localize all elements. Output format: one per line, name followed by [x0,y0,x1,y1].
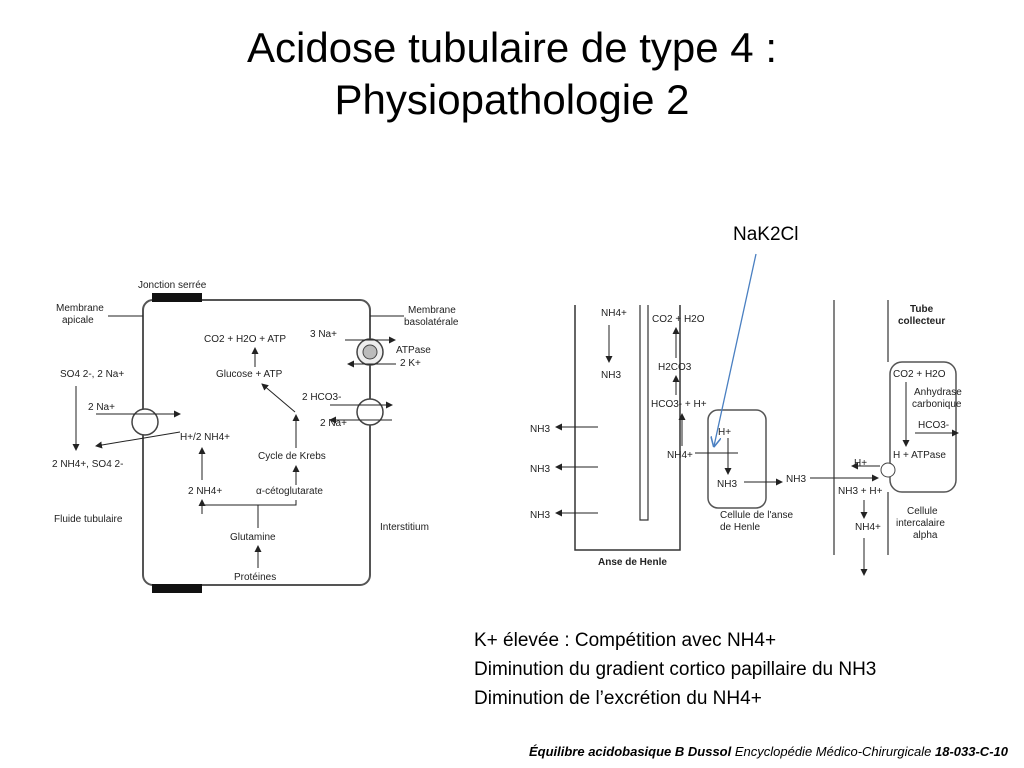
bullet-line-2: Diminution du gradient cortico papillair… [474,659,877,680]
cellule-anse-l2: de Henle [720,522,760,533]
h-left: H+ [854,458,867,469]
bullet-line-1: K+ élevée : Compétition avec NH4+ [474,630,777,651]
ref-part-1: Équilibre acidobasique B Dussol [528,744,732,759]
right-nephron-diagram: Anse de Henle NH4+ NH3 CO2 + H2O H2CO3 H… [530,300,962,576]
nh3-mid: NH3 [786,474,806,485]
apical-transporter [131,408,159,436]
fluide-tubulaire: Fluide tubulaire [54,514,123,525]
hco3-2: 2 HCO3- [302,392,341,403]
tube-collecteur-l2: collecteur [898,316,945,327]
proteines: Protéines [234,572,276,583]
co2-h2o-atp: CO2 + H2O + ATP [204,334,286,345]
co2-h2o-r: CO2 + H2O [893,369,946,380]
h-nh4: H+/2 NH4+ [180,432,230,443]
nh4-mid: NH4+ [667,450,693,461]
left-cell-diagram: Jonction serrée Membrane apicale Membran… [52,280,459,593]
co2-h2o: CO2 + H2O [652,314,705,325]
anhydrase-l2: carbonique [912,399,962,410]
tight-junction-bottom [152,584,202,593]
jonction-label: Jonction serrée [138,280,207,291]
bullet-line-3: Diminution de l’excrétion du NH4+ [474,688,762,709]
anhydrase-l1: Anhydrase [914,387,962,398]
atpase-label: ATPase [396,345,431,356]
nh3-top: NH3 [601,370,621,381]
so4-2na: SO4 2-, 2 Na+ [60,369,124,380]
title-line-1: Acidose tubulaire de type 4 : [246,24,777,71]
membrane-apicale-l1: Membrane [56,303,104,314]
nh4-2: 2 NH4+ [188,486,222,497]
membrane-baso-l2: basolatérale [404,317,459,328]
nak2cl-callout-label: NaK2Cl [733,224,799,245]
ref-part-3: 18-033-C-10 [935,744,1008,759]
nh3-cell: NH3 [717,479,737,490]
h2co3: H2CO3 [658,362,692,373]
cellule-alpha-l1: Cellule [907,506,938,517]
tubular-cell [142,299,371,586]
cellule-alpha-l3: alpha [913,530,938,541]
alpha-intercalated-cell [889,361,957,493]
tight-junction-top [152,293,202,302]
nh3-a: NH3 [530,424,550,435]
title-line-2: Physiopathologie 2 [334,76,690,123]
nh3-h: NH3 + H+ [838,486,883,497]
anse-label: Anse de Henle [598,557,667,568]
glutamine: Glutamine [230,532,276,543]
hco3-h: HCO3- + H+ [651,399,707,410]
membrane-baso-l1: Membrane [408,305,456,316]
glucose-atp: Glucose + ATP [216,369,283,380]
nh3-b: NH3 [530,464,550,475]
k2-label: 2 K+ [400,358,421,369]
nh4-bottom: NH4+ [855,522,881,533]
h-atpase: H + ATPase [893,450,946,461]
basolateral-transporter [356,398,384,426]
explanation-text: K+ élevée : Compétition avec NH4+ Diminu… [474,626,876,713]
ref-part-2: Encyclopédie Médico-Chirurgicale [731,744,935,759]
nak2cl-callout-line [714,253,757,446]
tube-collecteur-l1: Tube [910,304,934,315]
na3-label: 3 Na+ [310,329,337,340]
nh3-c: NH3 [530,510,550,521]
hco3-r: HCO3- [918,420,949,431]
interstitium: Interstitium [380,522,429,533]
na2-out: 2 Na+ [320,418,347,429]
membrane-apicale-l2: apicale [62,315,94,326]
reference-citation: Équilibre acidobasique B Dussol Encyclop… [529,744,1008,759]
h-cell: H+ [718,427,731,438]
cycle-krebs: Cycle de Krebs [258,451,326,462]
cetoglutarate: α-cétoglutarate [256,486,323,497]
nh4-top: NH4+ [601,308,627,319]
henle-cell [707,409,767,509]
h-atpase-pump [880,462,896,478]
cellule-alpha-l2: intercalaire [896,518,945,529]
slide-title: Acidose tubulaire de type 4 : Physiopath… [0,22,1024,126]
cellule-anse-l1: Cellule de l'anse [720,510,794,521]
nh4-so4: 2 NH4+, SO4 2- [52,459,123,470]
na2-in: 2 Na+ [88,402,115,413]
